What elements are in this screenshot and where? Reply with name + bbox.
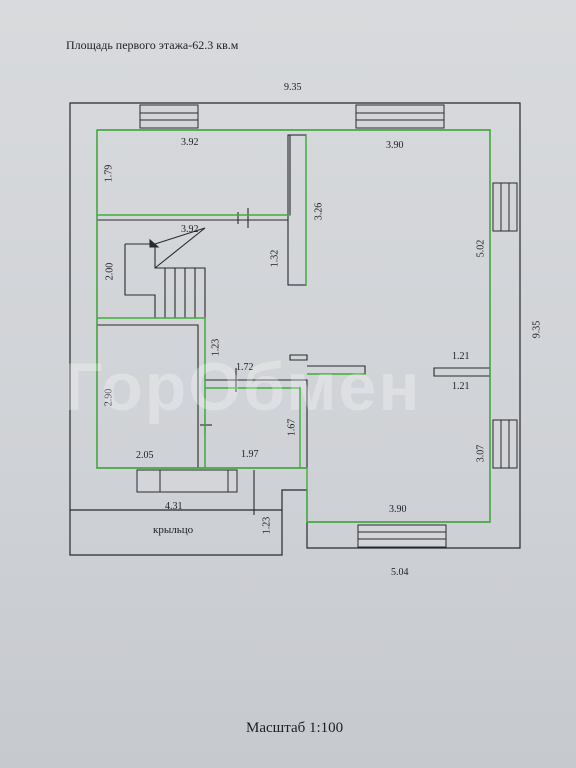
- dim-right-bottom-width: 3.90: [389, 504, 407, 515]
- dim-room-top-left-width: 3.92: [181, 137, 199, 148]
- dim-porch-width: 4.31: [165, 501, 183, 512]
- room-outlines: [96, 129, 491, 523]
- dim-bath-bottom-width: 1.97: [241, 449, 259, 460]
- floor-area-title: Площадь первого этажа-62.3 кв.м: [66, 38, 239, 52]
- dim-partition-a: 1.21: [452, 351, 470, 362]
- watermark: ГорОбмен: [64, 349, 422, 425]
- dim-right-room-height: 5.02: [475, 239, 487, 258]
- dim-bottom-width: 5.04: [391, 567, 409, 578]
- dim-partition-b: 1.21: [452, 381, 470, 392]
- scale-label: Масштаб 1:100: [246, 720, 344, 736]
- dim-left-room-width: 2.05: [136, 450, 154, 461]
- dim-bath-width: 1.72: [236, 362, 254, 373]
- interior-walls: [97, 134, 491, 515]
- porch-label: крыльцо: [153, 524, 194, 536]
- dim-stair-width: 3.92: [181, 224, 199, 235]
- dim-room-top-left-height: 1.79: [103, 164, 115, 183]
- dim-room-right-top-width: 3.90: [386, 140, 404, 151]
- windows: [136, 104, 518, 548]
- dim-right-bottom-height: 3.07: [475, 444, 487, 463]
- dim-porch-depth: 1.23: [261, 516, 273, 535]
- dim-hall-height: 1.32: [269, 249, 281, 268]
- dim-stair-height: 2.00: [104, 262, 116, 281]
- dim-overall-width: 9.35: [284, 82, 302, 93]
- dim-overall-height: 9.35: [531, 320, 543, 339]
- dim-room-right-partition: 3.26: [313, 202, 325, 221]
